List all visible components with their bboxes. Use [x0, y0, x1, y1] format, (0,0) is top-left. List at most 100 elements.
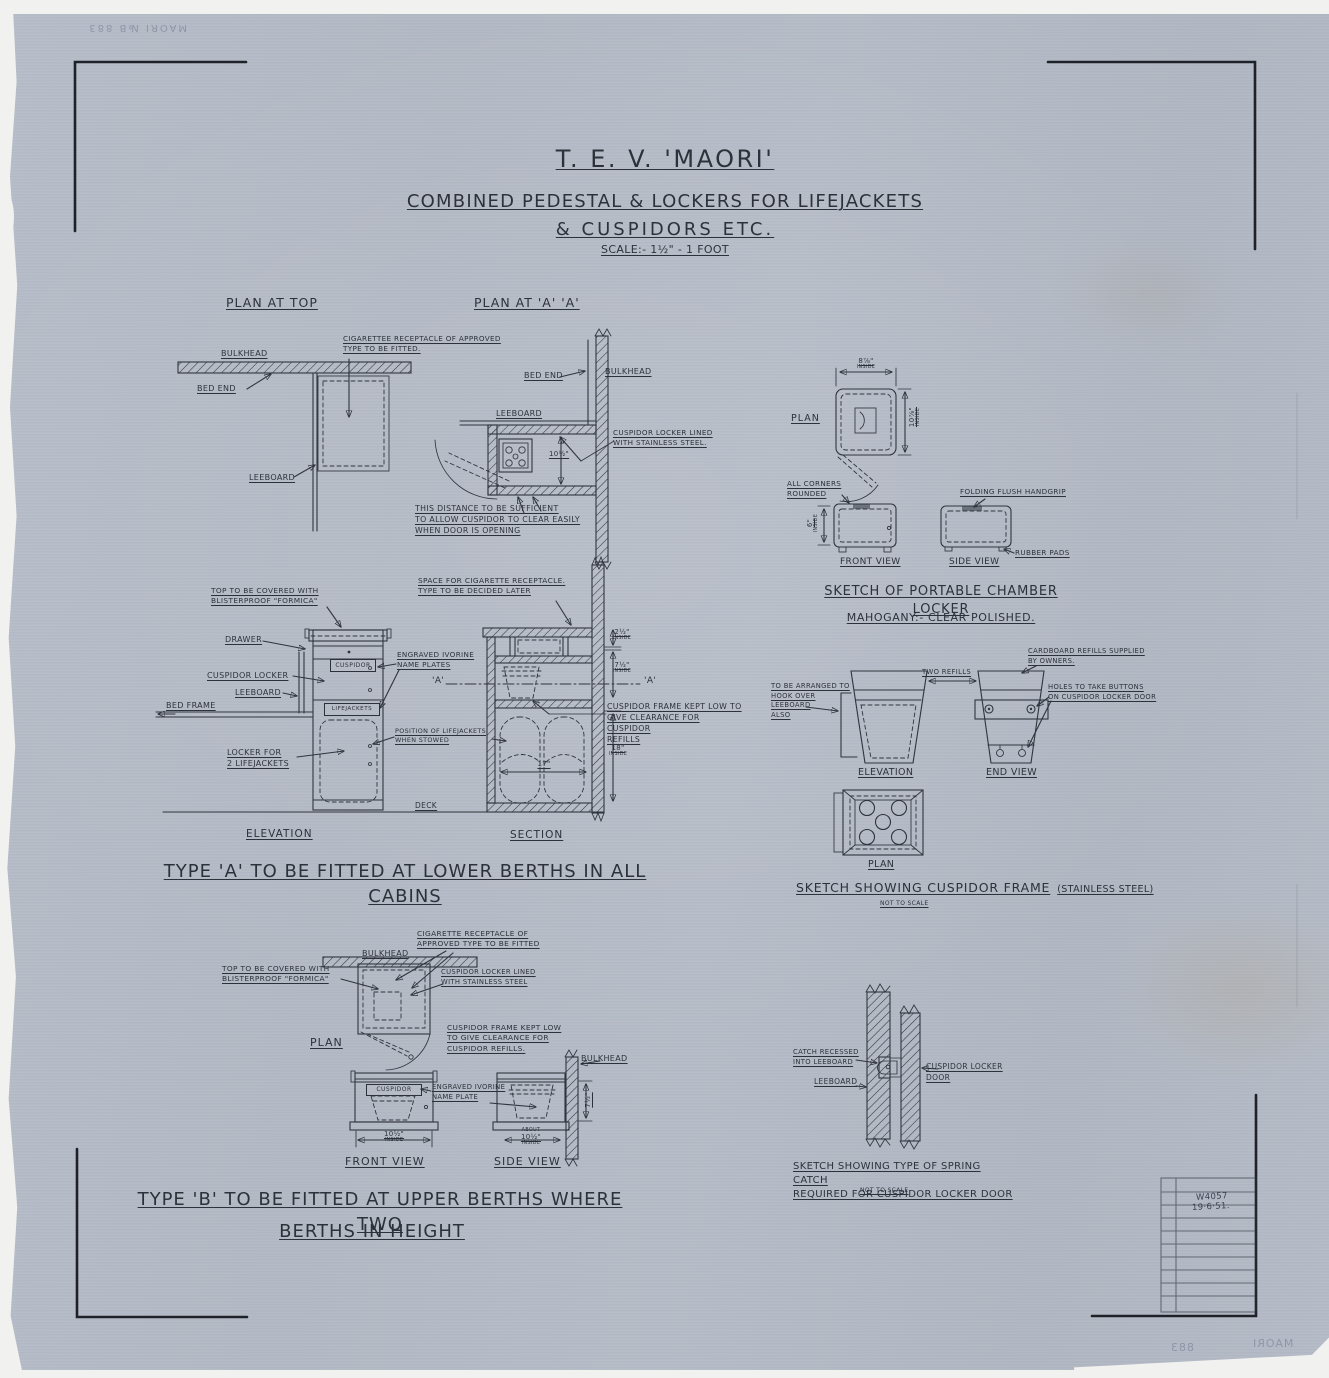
elevation-drawer-label: DRAWER	[225, 635, 263, 644]
section-dim-4: 17"	[533, 760, 555, 768]
cuspidor-name-plate: CUSPIDOR	[330, 659, 376, 672]
chamber-heading-wrap: SKETCH OF PORTABLE CHAMBER LOCKER	[795, 572, 1087, 620]
type-b-bulkhead-side-label: BULKHEAD	[581, 1054, 628, 1063]
type-b-side-view-label: SIDE VIEW	[494, 1155, 561, 1168]
dim-value: 7½"	[584, 1092, 592, 1108]
elevation-cuspidor-locker-label: CUSPIDOR LOCKER	[207, 671, 289, 680]
plan-aa-leeboard-label: LEEBOARD	[496, 409, 543, 418]
section-space-note: SPACE FOR CIGARETTE RECEPTACLE. TYPE TO …	[418, 576, 566, 596]
plan-aa-bulkhead-label: BULKHEAD	[605, 367, 652, 376]
type-b-dim-side: ABOUT 10½" INSIDE	[502, 1128, 560, 1146]
position-lifejackets-note: POSITION OF LIFEJACKETS WHEN STOWED	[395, 727, 487, 744]
type-b-drawing	[322, 950, 601, 1167]
stamp-bottom-right-num: 883	[1170, 1341, 1194, 1354]
dim-value: 17"	[537, 760, 551, 768]
dim-value: 7½"	[614, 661, 630, 669]
torn-edge	[0, 703, 14, 765]
torn-edge	[0, 188, 14, 246]
dim-value: 10½"	[548, 450, 570, 458]
type-b-caption-line2: BERTHS IN HEIGHT	[279, 1221, 465, 1243]
catch-door-label: CUSPIDOR LOCKER DOOR	[926, 1062, 1003, 1082]
type-b-caption1-wrap: TYPE 'B' TO BE FITTED AT UPPER BERTHS WH…	[134, 1176, 626, 1238]
frame-cardboard-note: CARDBOARD REFILLS SUPPLIED BY OWNERS.	[1028, 647, 1145, 665]
frame-caption-row: SKETCH SHOWING CUSPIDOR FRAME (STAINLESS…	[796, 879, 1154, 897]
dim-value: 6"	[806, 518, 814, 528]
plan-top-leeboard-label: LEEBOARD	[249, 473, 296, 482]
elevation-drawing	[155, 606, 605, 813]
elevation-formica-note: TOP TO BE COVERED WITH BLISTERPROOF "FOR…	[211, 586, 319, 606]
frame-not-to-scale: NOT TO SCALE	[880, 900, 929, 907]
chamber-plan-label: PLAN	[791, 413, 820, 424]
scale-wrap: SCALE:- 1½" - 1 FOOT	[400, 231, 930, 258]
dim-value: 10½"	[383, 1130, 405, 1138]
dim-value: 10½"	[520, 1133, 542, 1141]
dim-unit: INSIDE	[612, 669, 632, 674]
stamp-bottom-right-name: MAORI	[1252, 1337, 1294, 1350]
dim-value: 18"	[611, 744, 625, 752]
catch-caption: SKETCH SHOWING TYPE OF SPRING CATCH REQU…	[793, 1161, 1013, 1200]
plan-at-top-drawing	[177, 358, 412, 532]
dim-unit: INSIDE	[384, 1138, 404, 1143]
section-caption: SECTION	[510, 829, 564, 841]
chamber-handgrip-note: FOLDING FLUSH HANDGRIP	[960, 487, 1066, 496]
plan-top-receptacle-note: CIGARETTEE RECEPTACLE OF APPROVED TYPE T…	[343, 334, 501, 354]
chamber-sub-wrap: MAHOGANY:- CLEAR POLISHED.	[795, 599, 1087, 626]
drawing-subtitle-2: & CUSPIDORS ETC.	[555, 219, 775, 241]
type-b-bulkhead-plan-label: BULKHEAD	[362, 949, 409, 958]
type-a-caption-wrap: TYPE 'A' TO BE FITTED AT LOWER BERTHS IN…	[145, 848, 665, 910]
catch-not-to-scale: NOT TO SCALE	[860, 1187, 909, 1194]
plan-aa-heading: PLAN AT 'A' 'A'	[474, 295, 580, 310]
paper	[7, 14, 1329, 1370]
plan-aa-clearance-note: THIS DISTANCE TO BE SUFFICIENT TO ALLOW …	[415, 504, 581, 535]
chamber-subheading: MAHOGANY:- CLEAR POLISHED.	[846, 611, 1036, 625]
type-b-plan-label: PLAN	[310, 1036, 343, 1049]
type-b-dim-front: 10½" INSIDE	[368, 1130, 420, 1143]
dim-value: 2½"	[614, 628, 630, 636]
drawing-subtitle-1: COMBINED PEDESTAL & LOCKERS FOR LIFEJACK…	[406, 191, 924, 213]
type-b-lined-note: CUSPIDOR LOCKER LINED WITH STAINLESS STE…	[441, 968, 536, 986]
type-b-caption-line1: TYPE 'B' TO BE FITTED AT UPPER BERTHS WH…	[137, 1189, 623, 1236]
section-dim-3: 18" INSIDE	[600, 744, 636, 757]
type-b-front-view-label: FRONT VIEW	[345, 1155, 425, 1168]
torn-edge	[0, 1043, 10, 1099]
subtitle-2-wrap: & CUSPIDORS ETC.	[400, 206, 930, 242]
type-b-engraved-note: ENGRAVED IVORINE NAME PLATE	[432, 1083, 506, 1101]
frame-end-view-label: END VIEW	[986, 767, 1037, 778]
frame-two-refills-note: TWO REFILLS	[922, 668, 972, 676]
dim-unit: INSIDE	[856, 365, 876, 370]
frame-caption: SKETCH SHOWING CUSPIDOR FRAME	[796, 880, 1051, 895]
frame-caption-note: (STAINLESS STEEL)	[1057, 884, 1154, 895]
frame-hook-note: TO BE ARRANGED TO HOOK OVER LEEBOARD ALS…	[771, 682, 850, 719]
elevation-locker-note: LOCKER FOR 2 LIFEJACKETS	[227, 748, 290, 769]
scale-note: SCALE:- 1½" - 1 FOOT	[601, 243, 729, 257]
plan-aa-dim: 10½"	[544, 450, 574, 458]
chamber-corners-note: ALL CORNERS ROUNDED	[787, 479, 842, 499]
stamp-top-left: MAORI №B 883	[87, 22, 187, 33]
catch-recessed-note: CATCH RECESSED INTO LEEBOARD	[793, 1048, 859, 1066]
chamber-locker-drawing	[817, 367, 1015, 553]
plan-top-bulkhead-label: BULKHEAD	[221, 349, 268, 358]
cuspidor-frame-drawing	[805, 665, 1052, 856]
type-b-dim-height: 7½"	[584, 1084, 592, 1116]
frame-corners	[73, 60, 1298, 1319]
frame-plan-label: PLAN	[868, 859, 895, 870]
dim-unit: INSIDE	[916, 407, 921, 427]
section-a-right: 'A'	[644, 676, 657, 686]
type-b-cuspidor-plate: CUSPIDOR	[366, 1084, 422, 1096]
torn-edge	[0, 345, 10, 397]
dim-unit: INSIDE	[612, 636, 632, 641]
type-b-frame-note: CUSPIDOR FRAME KEPT LOW TO GIVE CLEARANC…	[447, 1023, 562, 1053]
type-b-receptacle-note: CIGARETTE RECEPTACLE OF APPROVED TYPE TO…	[417, 929, 540, 949]
drawing-title: T. E. V. 'MAORI'	[555, 145, 775, 174]
chamber-dim-width: 8⅞" INSIDE	[838, 357, 894, 370]
type-b-formica-note: TOP TO BE COVERED WITH BLISTERPROOF "FOR…	[222, 964, 330, 984]
elevation-bed-frame-label: BED FRAME	[166, 701, 216, 710]
elevation-leeboard-label: LEEBOARD	[235, 688, 282, 697]
dim-value: 10⅞"	[908, 406, 916, 428]
section-frame-note: CUSPIDOR FRAME KEPT LOW TO GIVE CLEARANC…	[607, 702, 742, 744]
section-a-left: 'A'	[432, 676, 445, 686]
dim-unit: INSIDE	[814, 513, 819, 533]
title-block-date: 19·6·51.	[1191, 1201, 1231, 1213]
